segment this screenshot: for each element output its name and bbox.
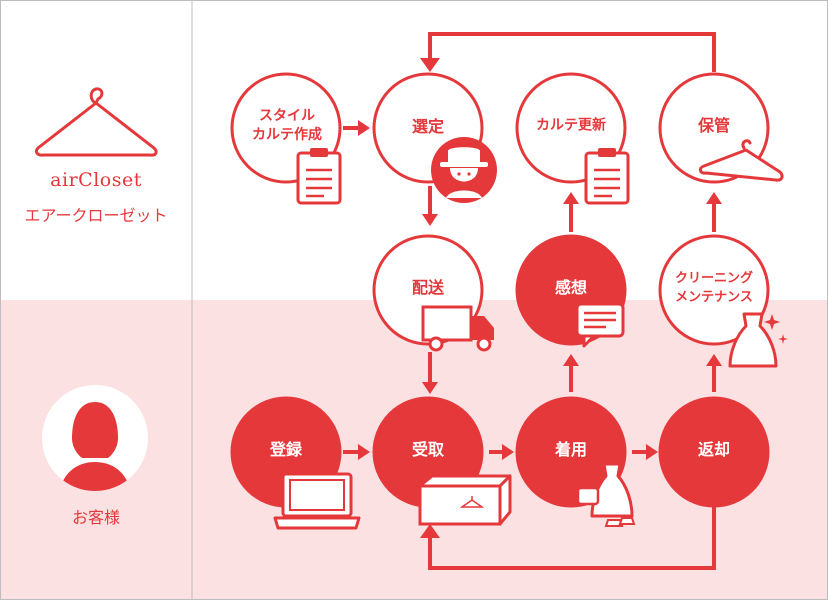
- step-label-delivery: 配送: [411, 278, 445, 297]
- laptop-icon: [273, 472, 361, 530]
- brand-logo-text: airCloset: [50, 169, 142, 191]
- dress-bag-icon: [576, 462, 636, 527]
- loop-lines: [428, 32, 716, 570]
- speech-bubble-icon: [575, 302, 625, 348]
- stylist-hat-icon: [431, 137, 497, 203]
- step-label-storage: 保管: [697, 116, 731, 135]
- brand-name: エアークローゼット: [24, 206, 168, 225]
- step-label-selection: 選定: [411, 117, 445, 136]
- customer-avatar: [42, 385, 148, 491]
- step-label-return: 返却: [697, 440, 731, 459]
- circle-wear: [515, 396, 627, 508]
- clipboard-icon: [296, 148, 342, 205]
- truck-icon: [421, 305, 494, 352]
- step-label-receive: 受取: [411, 440, 445, 459]
- circle-cleaning: [658, 234, 770, 346]
- step-label-cleaning: クリーニング メンテナンス: [674, 271, 754, 305]
- step-label-style-karte: スタイル カルテ作成: [252, 108, 322, 143]
- circle-return: [658, 396, 770, 508]
- customer-label: お客様: [71, 508, 121, 527]
- step-label-feedback: 感想: [554, 278, 588, 297]
- hanger-icon: [698, 139, 784, 182]
- clipboard-icon: [584, 148, 630, 205]
- step-label-wear: 着用: [554, 440, 588, 459]
- box-icon: [418, 474, 512, 526]
- dress-sparkle-icon: [728, 312, 788, 368]
- step-label-register: 登録: [269, 440, 303, 459]
- flow-arrows: [343, 58, 722, 538]
- hanger-logo: [34, 87, 158, 157]
- step-label-karte-update: カルテ更新: [536, 117, 606, 134]
